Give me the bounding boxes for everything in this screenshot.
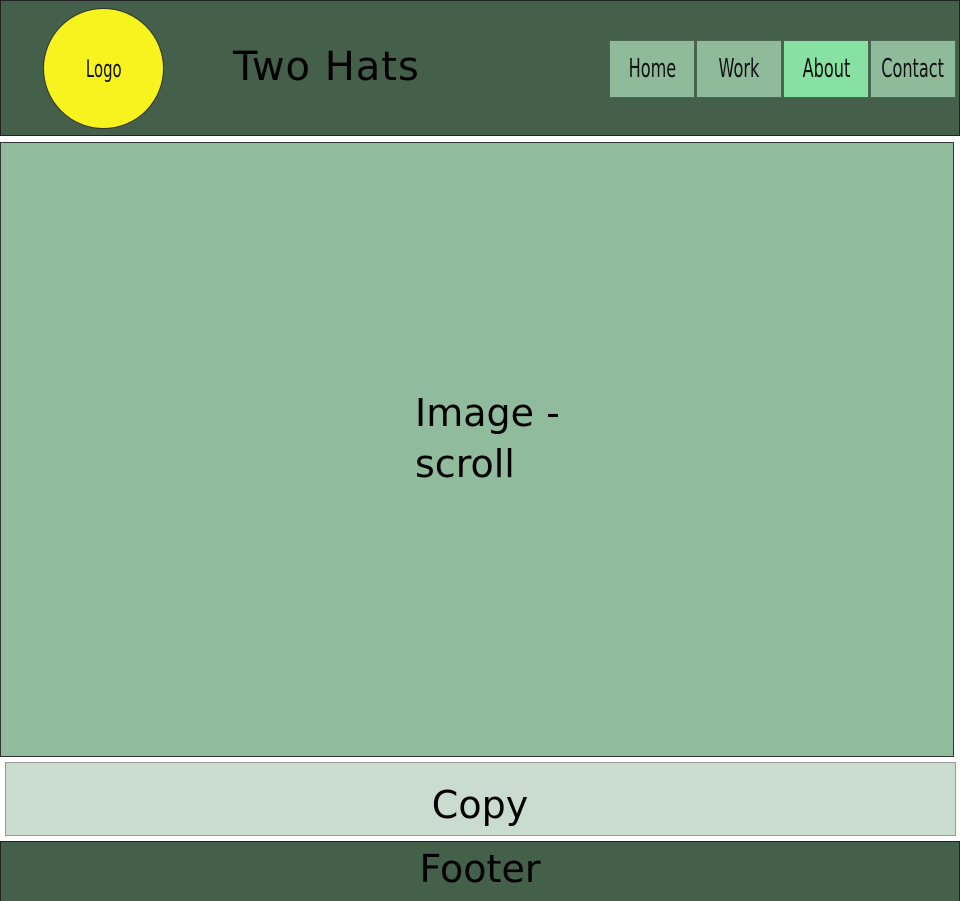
nav-item-work[interactable]: Work [696,40,782,98]
footer-label: Footer [419,847,541,891]
copy-section [5,762,956,836]
nav-item-contact[interactable]: Contact [870,40,956,98]
logo-placeholder[interactable]: Logo [43,8,164,129]
nav-item-about[interactable]: About [783,40,869,98]
main-nav: Home Work About Contact [609,40,957,100]
logo-label: Logo [85,54,122,83]
nav-item-label: Contact [881,54,945,84]
site-title: Two Hats [233,44,420,90]
nav-item-label: About [802,54,850,84]
copy-label: Copy [431,783,529,827]
site-footer [0,841,960,901]
hero-image-placeholder[interactable] [0,142,954,757]
hero-label: Image - scroll [415,391,560,486]
nav-item-label: Work [718,54,760,84]
nav-item-label: Home [628,54,676,84]
nav-item-home[interactable]: Home [609,40,695,98]
